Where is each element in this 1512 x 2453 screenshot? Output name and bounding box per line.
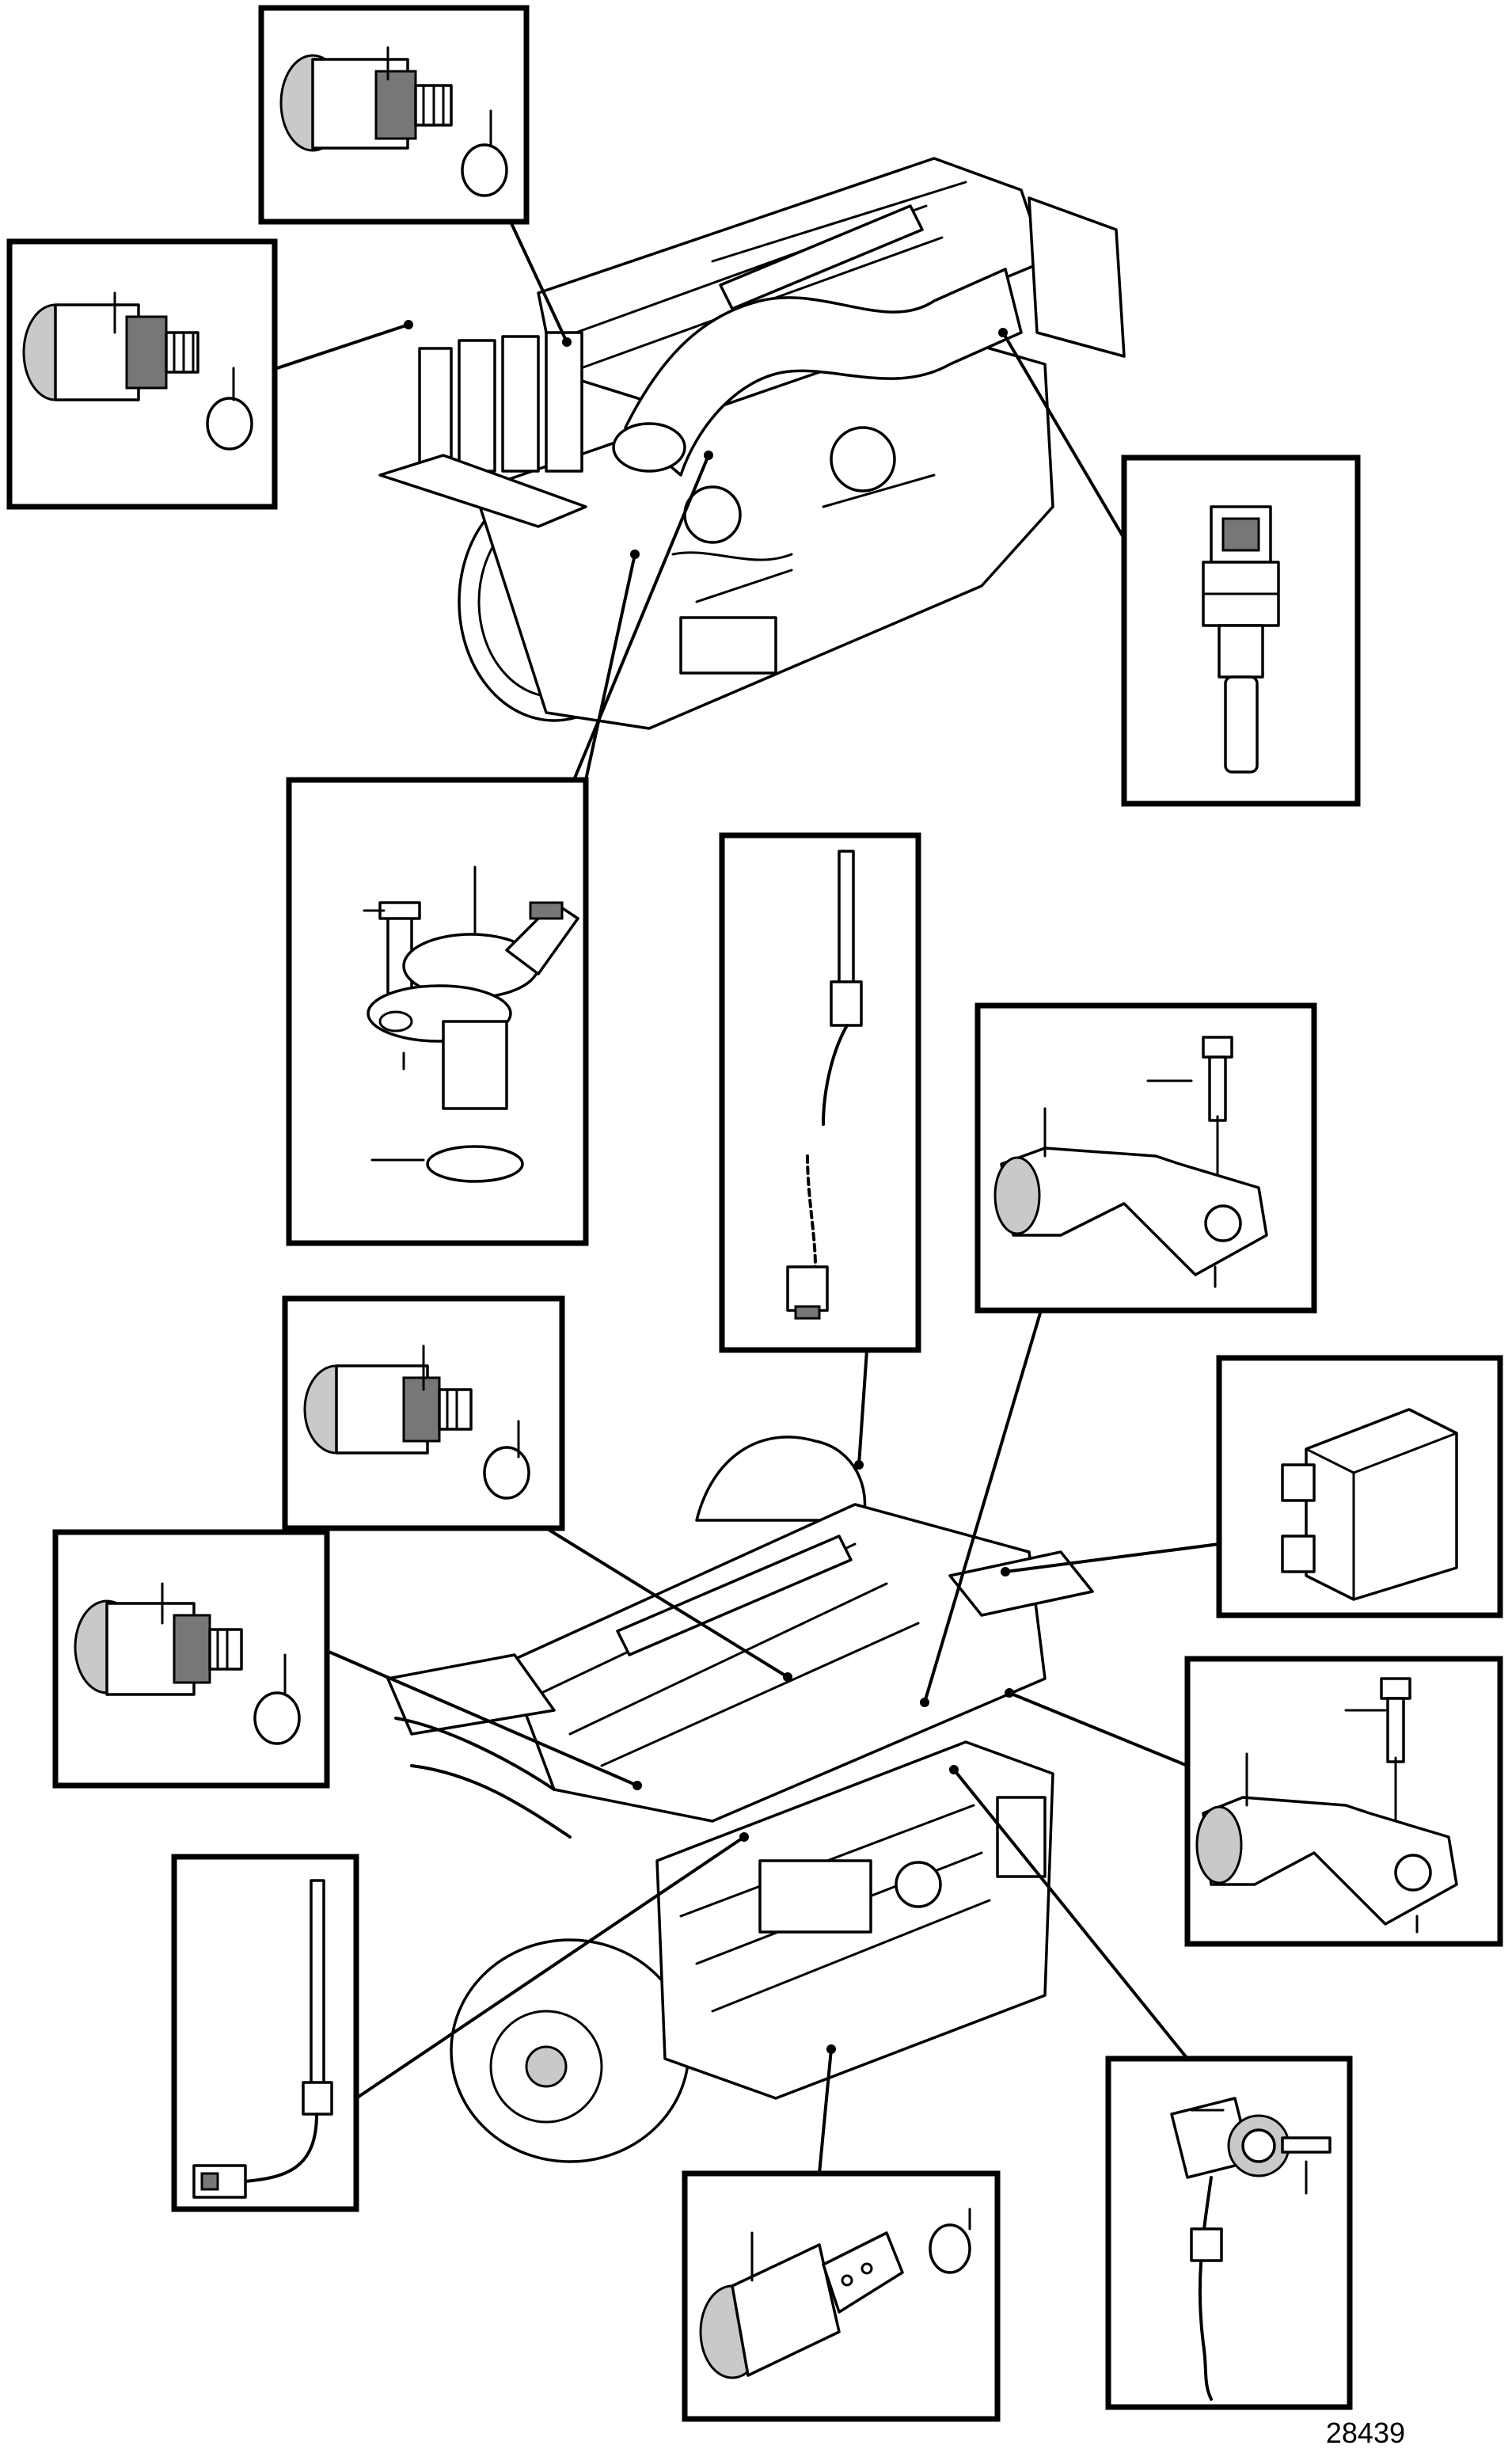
upper-engine-illustration: [378, 157, 1126, 730]
inset-crankshaft-sensor: [286, 777, 589, 1246]
inset-exhaust-temperature-probe: [719, 832, 921, 1353]
inset-level-probe: [171, 1854, 359, 2212]
inset-speed-sensor: [1105, 2056, 1353, 2410]
inset-camshaft-sensor-upper: [974, 1002, 1317, 1314]
inset-pressure-sensor-lower-left: [52, 1529, 330, 1789]
inset-solenoid-valve: [682, 2170, 1001, 2422]
inset-temperature-sensor-right: [1121, 454, 1361, 807]
inset-control-unit: [1216, 1355, 1503, 1618]
inset-pressure-sensor-left: [6, 238, 278, 510]
inset-camshaft-sensor-lower: [1184, 1656, 1503, 1947]
leader-lines: [276, 221, 1220, 2174]
inset-pressure-sensor-middle: [282, 1295, 565, 1531]
lower-engine-illustration: [386, 1436, 1094, 2163]
inset-pressure-sensor-top: [258, 5, 530, 225]
figure-number: 28439: [1325, 2417, 1405, 2449]
